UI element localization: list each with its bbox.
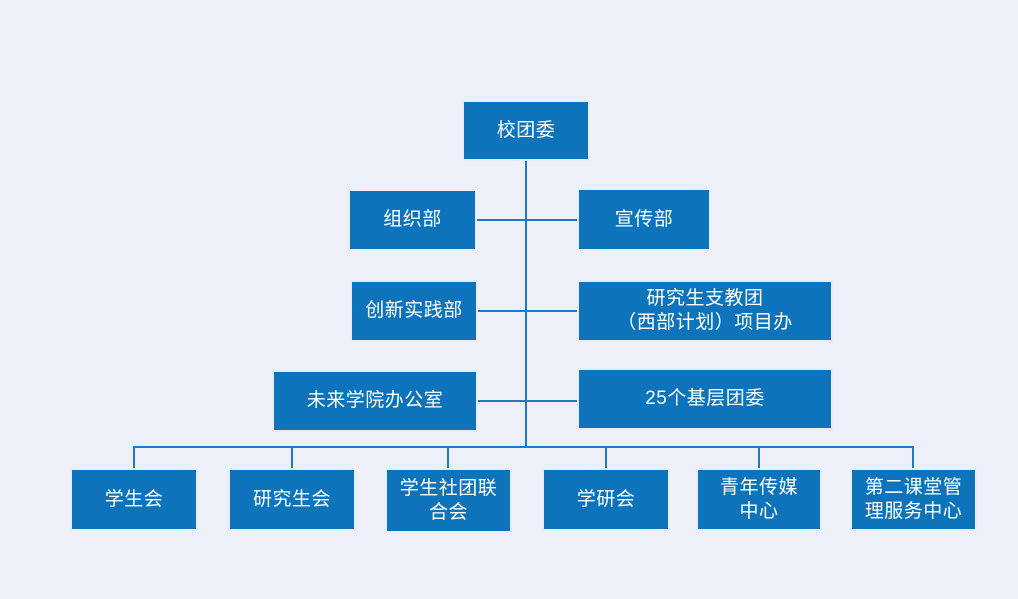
- node-grad-support-teaching-program-office: 研究生支教团 （西部计划）项目办: [577, 280, 833, 342]
- node-second-classroom-management-service-center: 第二课堂管 理服务中心: [850, 468, 977, 531]
- connector-drop-student-union: [133, 446, 135, 469]
- node-school-youth-league-committee: 校团委: [462, 100, 590, 161]
- node-publicity-dept: 宣传部: [577, 188, 711, 251]
- connector-drop-youth-media: [758, 446, 760, 469]
- node-student-societies-federation: 学生社团联 合会: [385, 468, 512, 533]
- node-student-union: 学生会: [70, 468, 198, 531]
- node-academic-research-association: 学研会: [542, 468, 670, 531]
- connector-drop-societies-federation: [447, 446, 449, 469]
- node-25-grassroots-committees: 25个基层团委: [577, 368, 833, 430]
- connector-row2-horizontal: [477, 219, 577, 221]
- node-youth-media-center: 青年传媒 中心: [696, 468, 822, 531]
- node-innovation-practice-dept: 创新实践部: [350, 280, 478, 342]
- node-future-college-office: 未来学院办公室: [272, 370, 478, 432]
- connector-center-vertical: [525, 161, 527, 446]
- connector-row4-horizontal: [477, 400, 577, 402]
- connector-drop-graduate-union: [291, 446, 293, 469]
- connector-drop-second-classroom: [912, 446, 914, 469]
- connector-row3-horizontal: [477, 310, 577, 312]
- connector-drop-academic-association: [605, 446, 607, 469]
- node-organization-dept: 组织部: [348, 189, 477, 251]
- node-graduate-student-union: 研究生会: [228, 468, 356, 531]
- connector-bottom-horizontal: [133, 446, 914, 448]
